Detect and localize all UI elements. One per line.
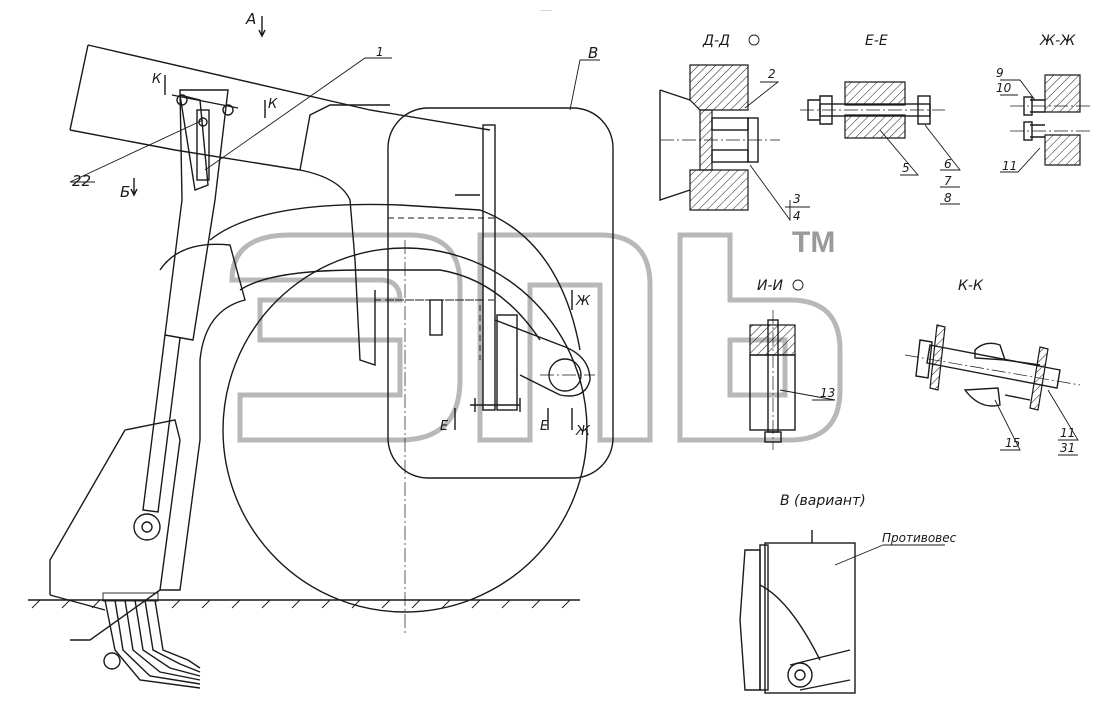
leader-13 [779,389,836,401]
label-section-dd: Д-Д [702,33,730,49]
mark-zh-top: Ж [575,294,591,309]
leader-3-4 [749,164,791,222]
labels: А Б В Д-Д Е-Е Ж-Ж И-И К-К В (вариант) К … [72,10,1076,545]
section-ii [749,310,836,450]
leader-9-10 [1000,79,1036,101]
callout-31: 31 [1060,441,1075,455]
view-arrow-b [130,178,138,197]
label-view-v-variant: В (вариант) [780,493,866,509]
callout-9: 9 [996,66,1004,80]
callout-1: 1 [376,45,384,59]
boom-end [69,44,89,131]
leader-v [569,59,600,111]
boom-bottom [69,129,301,171]
ripper-shank [49,243,246,641]
view-arrow-a [258,16,266,38]
hydraulic-cylinder [133,89,239,541]
ground-hatch [31,599,571,609]
top-stamp: —— [540,7,552,14]
boom-top [87,44,491,131]
bolt-row [470,398,521,412]
mark-zh-bottom: Ж [575,424,591,439]
callout-6: 6 [944,157,952,171]
section-k-marks [164,75,266,118]
section-zhzh [1000,74,1090,173]
leader-11a [1000,147,1041,173]
leader-11-31 [1047,389,1079,441]
main-view [28,16,600,689]
label-view-b: Б [120,183,130,201]
callout-5: 5 [902,161,910,175]
callout-11-b: 11 [1060,426,1075,440]
section-dd [659,64,810,222]
callout-13: 13 [820,386,835,400]
callout-10: 10 [996,81,1012,95]
callout-8: 8 [944,191,952,205]
callout-3: 3 [793,192,801,206]
callout-22: 22 [72,172,91,190]
variant-pivot [787,662,813,688]
label-section-ee: Е-Е [865,33,888,49]
counterweight-leader [834,544,945,566]
watermark: TM —— [229,7,843,443]
label-section-ii: И-И [757,278,784,294]
view-v-variant [739,530,945,694]
hidden-box-2 [375,299,481,360]
mark-k-left: К [152,72,162,87]
mount-small [429,299,443,336]
rotate-symbol-ii [792,279,804,291]
frame-arc-inner [239,269,541,341]
mark-e-right: Е [540,419,549,434]
frame-body [299,104,390,366]
mark-e-left: Е [440,419,449,434]
mark-k-right: К [268,97,278,112]
counterweight-box [764,542,856,694]
counterweight-label: Противовес [882,531,957,545]
section-ee [800,81,961,205]
leader-22 [69,119,204,183]
frame-arc [209,203,581,351]
callout-4: 4 [793,209,801,223]
leader-2 [744,81,780,109]
section-kk [904,324,1081,456]
mount-block [496,314,518,411]
leader-5 [879,129,919,176]
leader-15 [994,399,1021,451]
callout-15: 15 [1005,436,1020,450]
pivot-arm [494,319,591,397]
callout-7: 7 [944,174,952,188]
label-view-v: В [588,44,598,62]
rotate-symbol-dd [748,34,760,46]
callout-11-a: 11 [1002,159,1017,173]
watermark-tm: TM [792,226,835,259]
label-section-kk: К-К [958,278,984,294]
detail-v-boundary [387,107,614,479]
label-section-zhzh: Ж-Ж [1039,33,1076,49]
section-e-marks [454,408,549,430]
ripper-teeth [102,592,201,689]
mount-plate [482,124,496,411]
label-view-a: А [245,10,256,28]
callout-2: 2 [768,67,776,81]
leader-6 [924,124,961,171]
leader-1 [204,57,392,171]
